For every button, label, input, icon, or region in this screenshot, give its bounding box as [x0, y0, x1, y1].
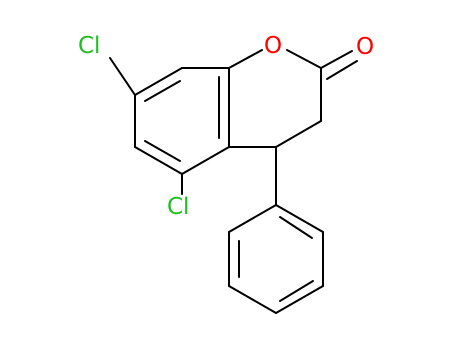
atom-labels: Cl Cl O O	[78, 33, 374, 220]
bond	[275, 204, 324, 233]
bond	[228, 285, 277, 314]
bond	[144, 140, 181, 162]
bond	[279, 216, 313, 239]
bond	[275, 120, 322, 148]
bond	[134, 67, 183, 96]
bond	[286, 49, 322, 69]
carbonyl-oxygen-label: O	[356, 34, 374, 60]
bond	[326, 60, 358, 80]
chlorine-label: Cl	[167, 194, 189, 220]
bond	[228, 204, 277, 233]
bond-lines	[109, 49, 358, 314]
bond	[109, 57, 136, 96]
chlorine-label: Cl	[78, 33, 100, 59]
bond	[320, 50, 353, 69]
bond	[275, 285, 324, 314]
bond	[134, 146, 183, 175]
bond	[144, 80, 181, 102]
bond	[228, 49, 263, 69]
bond	[181, 146, 230, 175]
bond	[279, 280, 314, 302]
ring-oxygen-label: O	[264, 33, 282, 59]
